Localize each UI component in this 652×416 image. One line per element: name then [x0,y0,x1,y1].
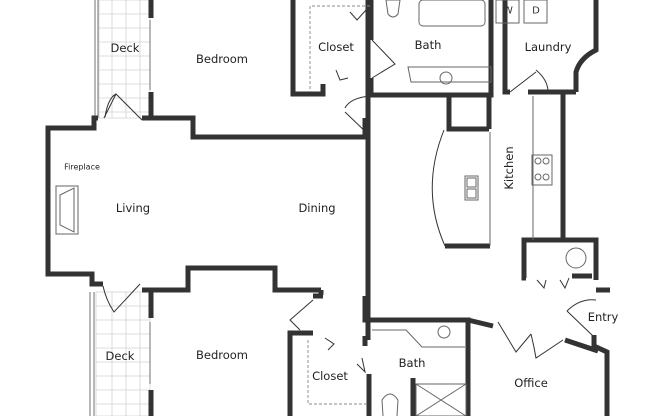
walls [45,0,610,416]
doors [102,9,597,374]
room-label-dining: Dining [298,201,336,215]
fixtures [55,0,587,416]
room-label-deck-bottom: Deck [105,349,135,363]
dryer-label: D [532,5,540,17]
room-label-kitchen: Kitchen [502,146,516,190]
deck-railings [89,0,151,416]
washer-label: W [503,5,513,17]
deck-bottom-grid [95,291,151,416]
closet-rods [307,5,370,405]
room-label-office: Office [514,376,548,390]
room-label-bedroom-top: Bedroom [195,52,249,66]
room-label-fireplace: Fireplace [64,162,100,172]
room-label-bedroom-bottom: Bedroom [195,348,249,362]
deck-top-grid [98,0,151,119]
room-label-bath-bottom: Bath [398,356,426,370]
room-label-entry: Entry [587,310,619,324]
room-label-deck-top: Deck [110,41,140,55]
room-label-closet-bottom: Closet [312,369,348,383]
room-label-laundry: Laundry [524,40,572,54]
room-label-bath-top: Bath [414,38,442,52]
room-label-closet-top: Closet [318,40,354,54]
room-label-living: Living [115,201,151,215]
